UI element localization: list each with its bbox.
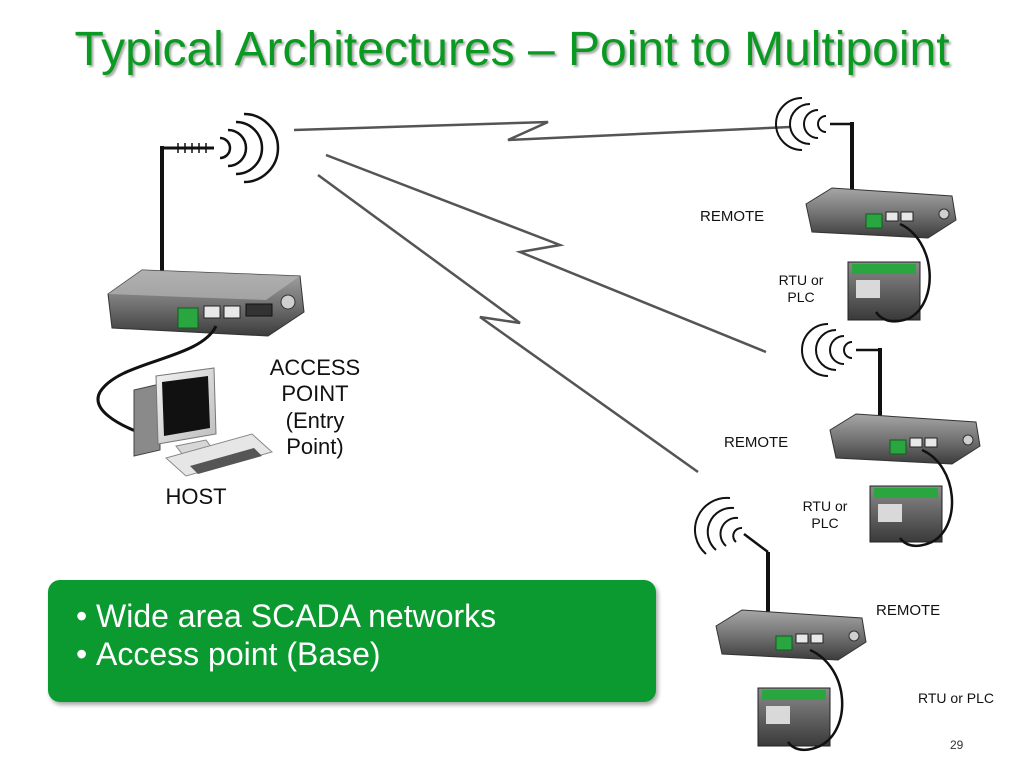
signal-waves-icon: [775, 97, 827, 151]
rtu-plc-3: [757, 687, 831, 747]
remote-radio-1: [775, 97, 957, 239]
rtu-cable-1: [874, 222, 931, 323]
signal-waves-icon: [801, 323, 853, 377]
remote-label-1: REMOTE: [700, 208, 765, 225]
host-cable: [96, 325, 218, 434]
signal-waves-icon: [219, 112, 280, 184]
remote-radio-2: [801, 323, 981, 465]
access-point-label: ACCESS POINT (Entry Point): [269, 355, 361, 460]
callout-bullet: Wide area SCADA networks: [76, 598, 656, 636]
host-label: HOST: [165, 484, 227, 509]
rtu-cable-2: [898, 448, 954, 548]
slide-title: Typical Architectures – Point to Multipo…: [74, 23, 950, 76]
rtu-cable-3: [786, 648, 844, 752]
callout-bullet: Access point (Base): [76, 636, 656, 674]
remote-radio-3: [694, 496, 867, 661]
access-point-radio: [107, 112, 305, 337]
callout-box: Wide area SCADA networks Access point (B…: [48, 580, 656, 702]
wireless-link-remote-3: [317, 173, 699, 474]
rtu-label-2: RTU or PLC: [802, 498, 848, 531]
remote-label-3: REMOTE: [876, 602, 941, 619]
wireless-links: [293, 120, 791, 474]
rtu-plc-1: [847, 261, 921, 321]
callout-bullet-list: Wide area SCADA networks Access point (B…: [48, 580, 656, 674]
host-computer: [133, 367, 274, 477]
rtu-plc-2: [869, 485, 943, 543]
wireless-link-remote-2: [325, 153, 767, 354]
wireless-link-remote-1: [293, 120, 791, 142]
signal-waves-icon: [694, 496, 743, 555]
rtu-label-3: RTU or PLC: [918, 690, 994, 706]
page-number: 29: [950, 738, 964, 752]
remote-label-2: REMOTE: [724, 434, 789, 451]
rtu-label-1: RTU or PLC: [778, 272, 824, 305]
